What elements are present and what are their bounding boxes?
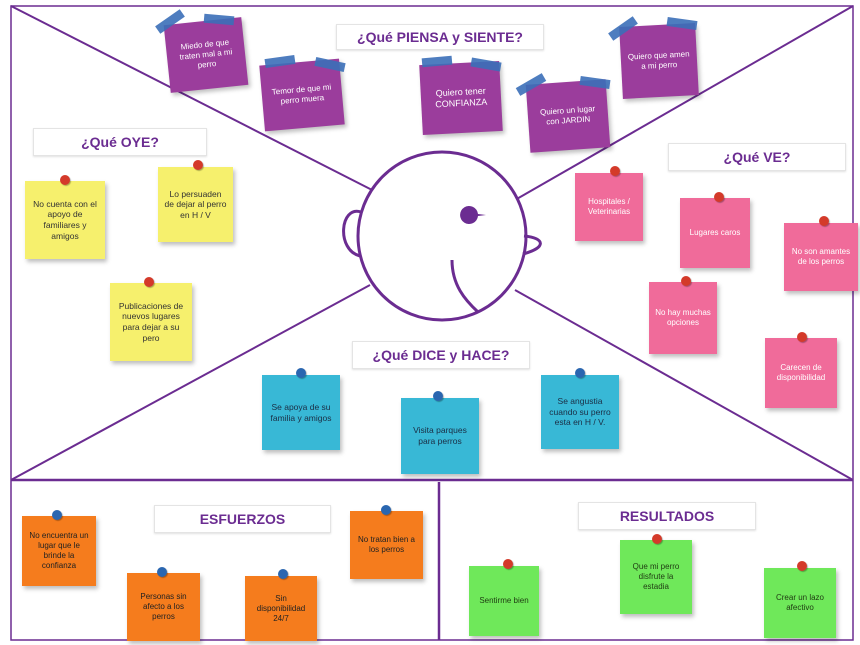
note-text: Carecen de disponibilidad	[776, 363, 826, 382]
note-text: Lo persuaden de dejar al perro en H / V	[164, 188, 227, 220]
sticky-note-ve: Hospitales / Veterinarias	[575, 173, 643, 241]
pushpin-icon	[144, 277, 154, 287]
outer-border	[10, 5, 854, 641]
pushpin-icon	[681, 276, 691, 286]
section-title-dice: ¿Qué DICE y HACE?	[352, 341, 530, 369]
note-text: Publicaciones de nuevos lugares para dej…	[118, 300, 184, 343]
head-drawing	[342, 150, 542, 322]
pushpin-icon	[652, 534, 662, 544]
sticky-note-ve: No hay muchas opciones	[649, 282, 717, 354]
pushpin-icon	[157, 567, 167, 577]
left-ear	[342, 209, 362, 258]
note-text: Quiero tener CONFIANZA	[435, 85, 488, 110]
sticky-note-dice: Se apoya de su familia y amigos	[262, 375, 340, 450]
sticky-note-piensa: Quiero tener CONFIANZA	[419, 60, 503, 136]
sticky-note-oye: Lo persuaden de dejar al perro en H / V	[158, 167, 233, 242]
sticky-note-oye: Publicaciones de nuevos lugares para dej…	[110, 283, 192, 361]
sticky-note-piensa: Quiero que amen a mi perro	[619, 23, 699, 99]
note-text: Sin disponibilidad 24/7	[256, 593, 306, 623]
sticky-note-esfuerzos: Personas sin afecto a los perros	[127, 573, 200, 641]
section-title-esfuerzos: ESFUERZOS	[154, 505, 331, 533]
sticky-note-resultados: Sentirme bien	[469, 566, 539, 636]
note-text: Personas sin afecto a los perros	[140, 592, 187, 621]
note-text: Lugares caros	[689, 228, 741, 237]
section-title-resultados: RESULTADOS	[578, 502, 756, 530]
note-text: Miedo de que traten mal a mi perro	[179, 37, 233, 70]
note-text: Temor de que mi perro muera	[271, 82, 332, 106]
pushpin-icon	[296, 368, 306, 378]
pushpin-icon	[381, 505, 391, 515]
pushpin-icon	[575, 368, 585, 378]
sticky-note-dice: Se angustia cuando su perro esta en H / …	[541, 375, 619, 449]
head-circle	[356, 150, 528, 322]
sticky-note-resultados: Crear un lazo afectivo	[764, 568, 836, 638]
sticky-note-dice: Visita parques para perros	[401, 398, 479, 474]
diagonal-top-right	[514, 5, 854, 201]
sticky-note-oye: No cuenta con el apoyo de familiares y a…	[25, 181, 105, 259]
mouth	[450, 259, 480, 314]
sticky-note-piensa: Miedo de que traten mal a mi perro	[163, 17, 249, 93]
note-text: No encuentra un lugar que le brinde la c…	[29, 531, 89, 570]
section-title-piensa: ¿Qué PIENSA y SIENTE?	[336, 24, 544, 50]
note-text: No cuenta con el apoyo de familiares y a…	[33, 198, 97, 241]
note-text: Se angustia cuando su perro esta en H / …	[549, 396, 611, 428]
sticky-note-ve: Carecen de disponibilidad	[765, 338, 837, 408]
section-title-oye: ¿Qué OYE?	[33, 128, 207, 156]
note-text: Quiero que amen a mi perro	[627, 49, 690, 71]
sticky-note-ve: Lugares caros	[680, 198, 750, 268]
right-nose	[522, 234, 542, 256]
eye	[460, 206, 486, 224]
pushpin-icon	[610, 166, 620, 176]
pushpin-icon	[797, 332, 807, 342]
pushpin-icon	[193, 160, 203, 170]
diagonal-bottom-left	[10, 284, 371, 481]
note-text: Se apoya de su familia y amigos	[270, 401, 332, 423]
pushpin-icon	[433, 391, 443, 401]
pushpin-icon	[797, 561, 807, 571]
sticky-note-esfuerzos: No encuentra un lugar que le brinde la c…	[22, 516, 96, 586]
sticky-note-piensa: Quiero un lugar con JARDIN	[525, 79, 611, 153]
pushpin-icon	[52, 510, 62, 520]
note-text: Quiero un lugar con JARDIN	[539, 104, 596, 127]
note-text: Crear un lazo afectivo	[775, 593, 825, 612]
pushpin-icon	[714, 192, 724, 202]
sticky-note-esfuerzos: Sin disponibilidad 24/7	[245, 576, 317, 641]
note-text: Hospitales / Veterinarias	[587, 197, 631, 216]
pushpin-icon	[60, 175, 70, 185]
pushpin-icon	[819, 216, 829, 226]
note-text: Que mi perro disfrute la estadia	[632, 562, 680, 591]
sticky-note-esfuerzos: No tratan bien a los perros	[350, 511, 423, 579]
section-title-ve: ¿Qué VE?	[668, 143, 846, 171]
note-text: Visita parques para perros	[413, 425, 467, 446]
diagonal-top-left	[10, 5, 379, 194]
note-text: No tratan bien a los perros	[358, 535, 415, 554]
sticky-note-ve: No son amantes de los perros	[784, 223, 858, 291]
note-text: Sentirme bien	[479, 596, 529, 605]
sticky-note-resultados: Que mi perro disfrute la estadia	[620, 540, 692, 614]
diagonal-bottom-right	[514, 289, 854, 481]
pushpin-icon	[503, 559, 513, 569]
note-text: No son amantes de los perros	[791, 247, 851, 266]
note-text: No hay muchas opciones	[655, 308, 711, 327]
pushpin-icon	[278, 569, 288, 579]
